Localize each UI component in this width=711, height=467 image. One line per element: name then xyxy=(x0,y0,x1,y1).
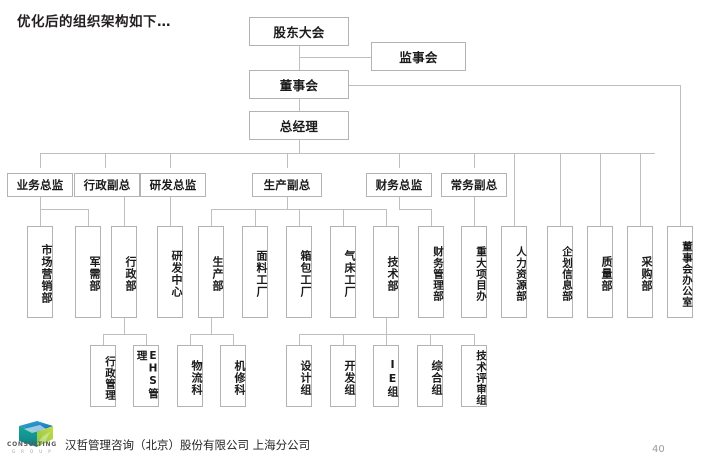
connector-exec-vp-down xyxy=(474,196,475,209)
connector-drop-bag-factory xyxy=(299,209,300,226)
connector-drop-dev-team xyxy=(343,334,344,345)
connector-board-gm xyxy=(299,98,300,112)
connector-prod-vp-down xyxy=(287,196,288,209)
logo-subtext: G R O U P xyxy=(12,449,54,454)
connector-prod-dept-down xyxy=(211,318,212,334)
company-logo-icon xyxy=(19,421,53,447)
node-marketing-department[interactable]: 市场营销部 xyxy=(27,226,53,318)
connector-drop-purchasing xyxy=(640,153,641,226)
node-logistics-section[interactable]: 物流科 xyxy=(177,345,203,407)
connector-drop-fin-dir xyxy=(399,153,400,168)
connector-drop-military xyxy=(88,209,89,226)
node-human-resources-department[interactable]: 人力资源部 xyxy=(501,226,527,318)
connector-board-office-horizontal xyxy=(349,85,680,86)
connector-drop-quality xyxy=(600,153,601,226)
node-admin-management-section[interactable]: 行政管理 xyxy=(90,345,116,407)
node-technical-review-team[interactable]: 技术评审组 xyxy=(461,345,487,407)
connector-tech-dept-down xyxy=(386,318,387,334)
connector-drop-planning-info xyxy=(560,153,561,226)
connector-drop-fin-mgmt xyxy=(431,209,432,226)
node-business-director[interactable]: 业务总监 xyxy=(7,173,73,197)
node-ehs-management-section[interactable]: EHS管理 xyxy=(133,345,159,407)
node-finance-management-department[interactable]: 财务管理部 xyxy=(418,226,444,318)
connector-admin-dept-down xyxy=(124,318,125,334)
node-rd-center[interactable]: 研发中心 xyxy=(157,226,183,318)
node-major-project-office[interactable]: 重大项目办 xyxy=(461,226,487,318)
node-production-department[interactable]: 生产部 xyxy=(198,226,224,318)
connector-drop-ehs-mgmt xyxy=(146,334,147,345)
connector-board-office-vertical xyxy=(680,85,681,226)
page-number: 40 xyxy=(652,444,665,455)
connector-drop-tech-dept xyxy=(386,209,387,226)
node-production-vice-president[interactable]: 生产副总 xyxy=(252,173,322,197)
node-purchasing-department[interactable]: 采购部 xyxy=(627,226,653,318)
node-quality-department[interactable]: 质量部 xyxy=(587,226,613,318)
node-general-manager[interactable]: 总经理 xyxy=(249,111,349,140)
node-admin-vice-president[interactable]: 行政副总 xyxy=(74,173,140,197)
connector-drop-rd-dir xyxy=(170,153,171,168)
connector-biz-dir-down xyxy=(40,196,41,209)
connector-drop-hr xyxy=(514,153,515,226)
node-finance-director[interactable]: 财务总监 xyxy=(366,173,432,197)
connector-fin-dir-bus xyxy=(399,209,431,210)
node-rd-director[interactable]: 研发总监 xyxy=(140,173,206,197)
page-title: 优化后的组织架构如下… xyxy=(17,14,171,30)
node-technology-department[interactable]: 技术部 xyxy=(373,226,399,318)
node-military-supply-department[interactable]: 军需部 xyxy=(75,226,101,318)
node-airbed-factory[interactable]: 气床工厂 xyxy=(330,226,356,318)
connector-director-bus xyxy=(40,153,655,154)
connector-drop-prod-vp xyxy=(287,153,288,168)
node-fabric-factory[interactable]: 面料工厂 xyxy=(242,226,268,318)
connector-drop-admin-mgmt xyxy=(103,334,104,345)
connector-drop-ie-team xyxy=(386,334,387,345)
node-board-office[interactable]: 董事会办公室 xyxy=(667,226,693,318)
connector-rd-dir-to-rd-center xyxy=(170,196,171,226)
connector-drop-maintenance xyxy=(233,334,234,345)
node-general-affairs-team[interactable]: 综合组 xyxy=(417,345,443,407)
connector-drop-general-team xyxy=(430,334,431,345)
connector-drop-prod-dept xyxy=(211,209,212,226)
node-development-team[interactable]: 开发组 xyxy=(330,345,356,407)
connector-shareholders-supervisory xyxy=(299,57,371,58)
node-planning-information-department[interactable]: 企划信息部 xyxy=(547,226,573,318)
connector-shareholders-board xyxy=(299,46,300,72)
connector-prod-vp-bus xyxy=(211,209,386,210)
node-design-team[interactable]: 设计组 xyxy=(286,345,312,407)
node-administration-department[interactable]: 行政部 xyxy=(111,226,137,318)
node-bag-factory[interactable]: 箱包工厂 xyxy=(286,226,312,318)
node-ie-team[interactable]: IE组 xyxy=(373,345,399,407)
footer-company-name: 汉哲管理咨询（北京）股份有限公司 上海分公司 xyxy=(65,438,311,452)
logo-wordmark: CONSULTING xyxy=(7,441,57,448)
connector-drop-logistics xyxy=(190,334,191,345)
connector-drop-fabric-factory xyxy=(255,209,256,226)
connector-drop-major-project xyxy=(474,209,475,226)
connector-fin-dir-down xyxy=(399,196,400,209)
node-supervisory-board[interactable]: 监事会 xyxy=(371,42,466,71)
node-board-of-directors[interactable]: 董事会 xyxy=(249,70,349,99)
connector-drop-marketing xyxy=(40,209,41,226)
node-executive-vice-president[interactable]: 常务副总 xyxy=(441,173,507,197)
connector-drop-exec-vp xyxy=(474,153,475,168)
connector-admin-dept-bus xyxy=(103,334,146,335)
connector-drop-admin-vp xyxy=(105,153,106,168)
connector-admin-vp-to-admin-dept xyxy=(124,196,125,226)
connector-drop-tech-review xyxy=(474,334,475,345)
connector-drop-biz-dir xyxy=(40,153,41,168)
node-shareholders-meeting[interactable]: 股东大会 xyxy=(249,17,349,46)
connector-drop-design-team xyxy=(299,334,300,345)
connector-prod-dept-bus xyxy=(190,334,233,335)
connector-drop-airbed-factory xyxy=(343,209,344,226)
node-maintenance-section[interactable]: 机修科 xyxy=(220,345,246,407)
connector-gm-down xyxy=(299,139,300,153)
connector-biz-dir-bus xyxy=(40,209,88,210)
